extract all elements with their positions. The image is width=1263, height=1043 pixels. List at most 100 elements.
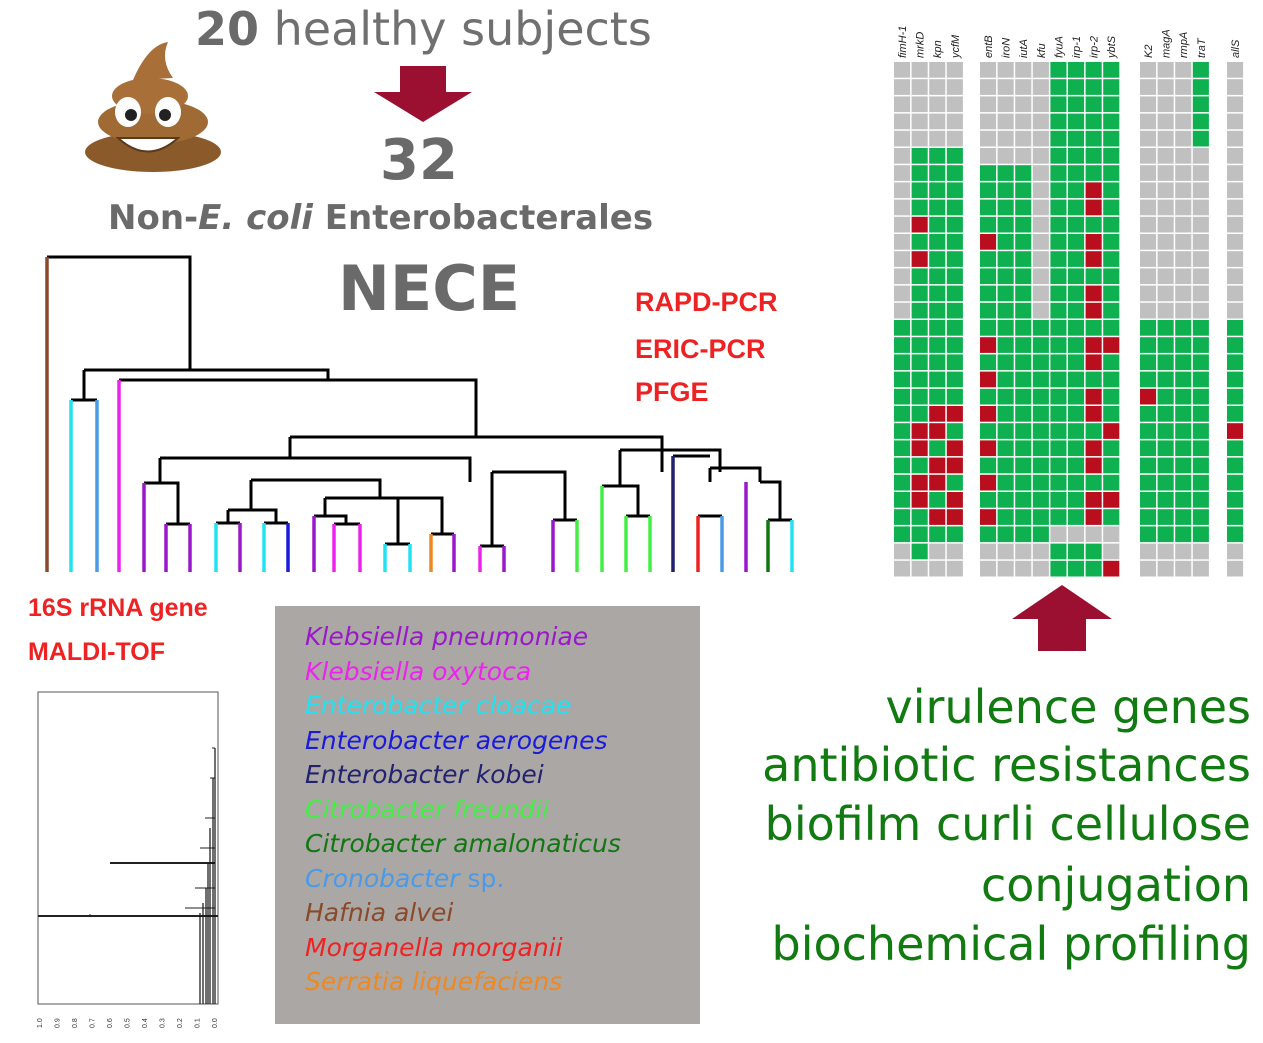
- heatmap-cell: [894, 526, 911, 543]
- gene-label: irp-1: [1071, 36, 1083, 58]
- heatmap-cell: [1192, 182, 1209, 199]
- heatmap-cell: [894, 560, 911, 577]
- heatmap-cell: [1140, 560, 1157, 577]
- heatmap-cell: [1068, 526, 1085, 543]
- maldi-tick-label: 0.6: [107, 1018, 114, 1028]
- heatmap-cell: [1032, 165, 1049, 181]
- heatmap-cell: [946, 79, 963, 95]
- heatmap-cell: [946, 182, 963, 199]
- heatmap-cell: [894, 406, 911, 422]
- maldi-tick-label: 0.8: [72, 1018, 79, 1028]
- heatmap-cell: [1157, 371, 1174, 388]
- heatmap-cell: [997, 285, 1014, 302]
- heatmap-cell: [997, 113, 1014, 130]
- heatmap-cell: [1085, 509, 1102, 525]
- heatmap-cell: [980, 234, 997, 250]
- heatmap-cell: [980, 165, 997, 181]
- heatmap-cell: [1050, 96, 1067, 113]
- heatmap-cell: [894, 216, 911, 233]
- heatmap-cell: [997, 199, 1014, 216]
- heatmap-cell: [980, 371, 997, 388]
- heatmap-cell: [1050, 337, 1067, 353]
- legend-species-name: Citrobacter freundii: [305, 794, 550, 824]
- heatmap-cell: [911, 251, 928, 267]
- heatmap-cell: [1192, 423, 1209, 439]
- heatmap-cell: [946, 285, 963, 302]
- heatmap-cell: [997, 371, 1014, 388]
- heatmap-cell: [1015, 130, 1032, 147]
- heatmap-cell: [1140, 457, 1157, 474]
- heatmap-cell: [911, 113, 928, 130]
- heatmap-cell: [1032, 354, 1049, 371]
- heatmap-cell: [911, 62, 928, 78]
- heatmap-cell: [1157, 492, 1174, 508]
- heatmap-cell: [1140, 474, 1157, 491]
- heatmap-cell: [1175, 457, 1192, 474]
- heatmap-cell: [980, 96, 997, 113]
- heatmap-cell: [980, 320, 997, 336]
- heatmap-cell: [946, 251, 963, 267]
- method-16s-rrna: 16S rRNA gene: [28, 594, 208, 622]
- heatmap-cell: [1192, 388, 1209, 405]
- heatmap-cell: [1032, 216, 1049, 233]
- heatmap-cell: [1015, 440, 1032, 457]
- heatmap-cell: [1050, 560, 1067, 577]
- heatmap-cell: [1015, 388, 1032, 405]
- heatmap-cell: [894, 474, 911, 491]
- heatmap-cell: [1068, 79, 1085, 95]
- heatmap-cell: [1050, 182, 1067, 199]
- heatmap-cell: [1068, 285, 1085, 302]
- heatmap-cell: [997, 526, 1014, 543]
- heatmap-cell: [929, 320, 946, 336]
- heatmap-cell: [1103, 113, 1120, 130]
- method-maldi-tof: MALDI-TOF: [28, 638, 166, 666]
- heatmap-cell: [1068, 492, 1085, 508]
- heatmap-cell: [1140, 268, 1157, 285]
- maldi-tick-label: 0.0: [212, 1018, 219, 1028]
- heatmap-cell: [1050, 371, 1067, 388]
- heatmap-cell: [911, 337, 928, 353]
- heatmap-cell: [1175, 182, 1192, 199]
- heatmap-cell: [1140, 113, 1157, 130]
- heatmap-cell: [1157, 406, 1174, 422]
- heatmap-cell: [894, 423, 911, 439]
- heatmap-cell: [894, 388, 911, 405]
- heatmap-cell: [1103, 509, 1120, 525]
- heatmap-cell: [1032, 423, 1049, 439]
- heatmap-cell: [1050, 130, 1067, 147]
- isolates-count: 32: [380, 128, 458, 193]
- heatmap-cell: [1227, 234, 1244, 250]
- heatmap-cell: [980, 388, 997, 405]
- heatmap-cell: [1227, 509, 1244, 525]
- heatmap-cell: [1085, 320, 1102, 336]
- heatmap-cell: [980, 560, 997, 577]
- heatmap-cell: [1140, 130, 1157, 147]
- heatmap-cell: [946, 474, 963, 491]
- legend-species-suffix: sp.: [459, 863, 505, 893]
- heatmap-cell: [1157, 216, 1174, 233]
- heatmap-cell: [1175, 268, 1192, 285]
- heatmap-cell: [1068, 302, 1085, 319]
- heatmap-cell: [997, 62, 1014, 78]
- heatmap-cell: [1227, 320, 1244, 336]
- heatmap-cell: [929, 182, 946, 199]
- heatmap-cell: [980, 406, 997, 422]
- heatmap-cell: [1175, 388, 1192, 405]
- heatmap-cell: [980, 216, 997, 233]
- heatmap-cell: [997, 96, 1014, 113]
- heatmap-cell: [1192, 406, 1209, 422]
- heatmap-cell: [929, 354, 946, 371]
- legend-item: Enterobacter kobei: [305, 760, 544, 789]
- heatmap-cell: [1227, 560, 1244, 577]
- heatmap-cell: [911, 492, 928, 508]
- heatmap-cell: [997, 440, 1014, 457]
- heatmap-cell: [1157, 354, 1174, 371]
- legend-item: Enterobacter aerogenes: [305, 726, 608, 755]
- heatmap-cell: [1085, 268, 1102, 285]
- heatmap-cell: [1175, 474, 1192, 491]
- legend-item: Klebsiella pneumoniae: [305, 622, 588, 651]
- heatmap-cell: [1050, 457, 1067, 474]
- poop-emoji-icon: [85, 42, 221, 172]
- heatmap-cell: [1032, 337, 1049, 353]
- heatmap-cell: [1050, 526, 1067, 543]
